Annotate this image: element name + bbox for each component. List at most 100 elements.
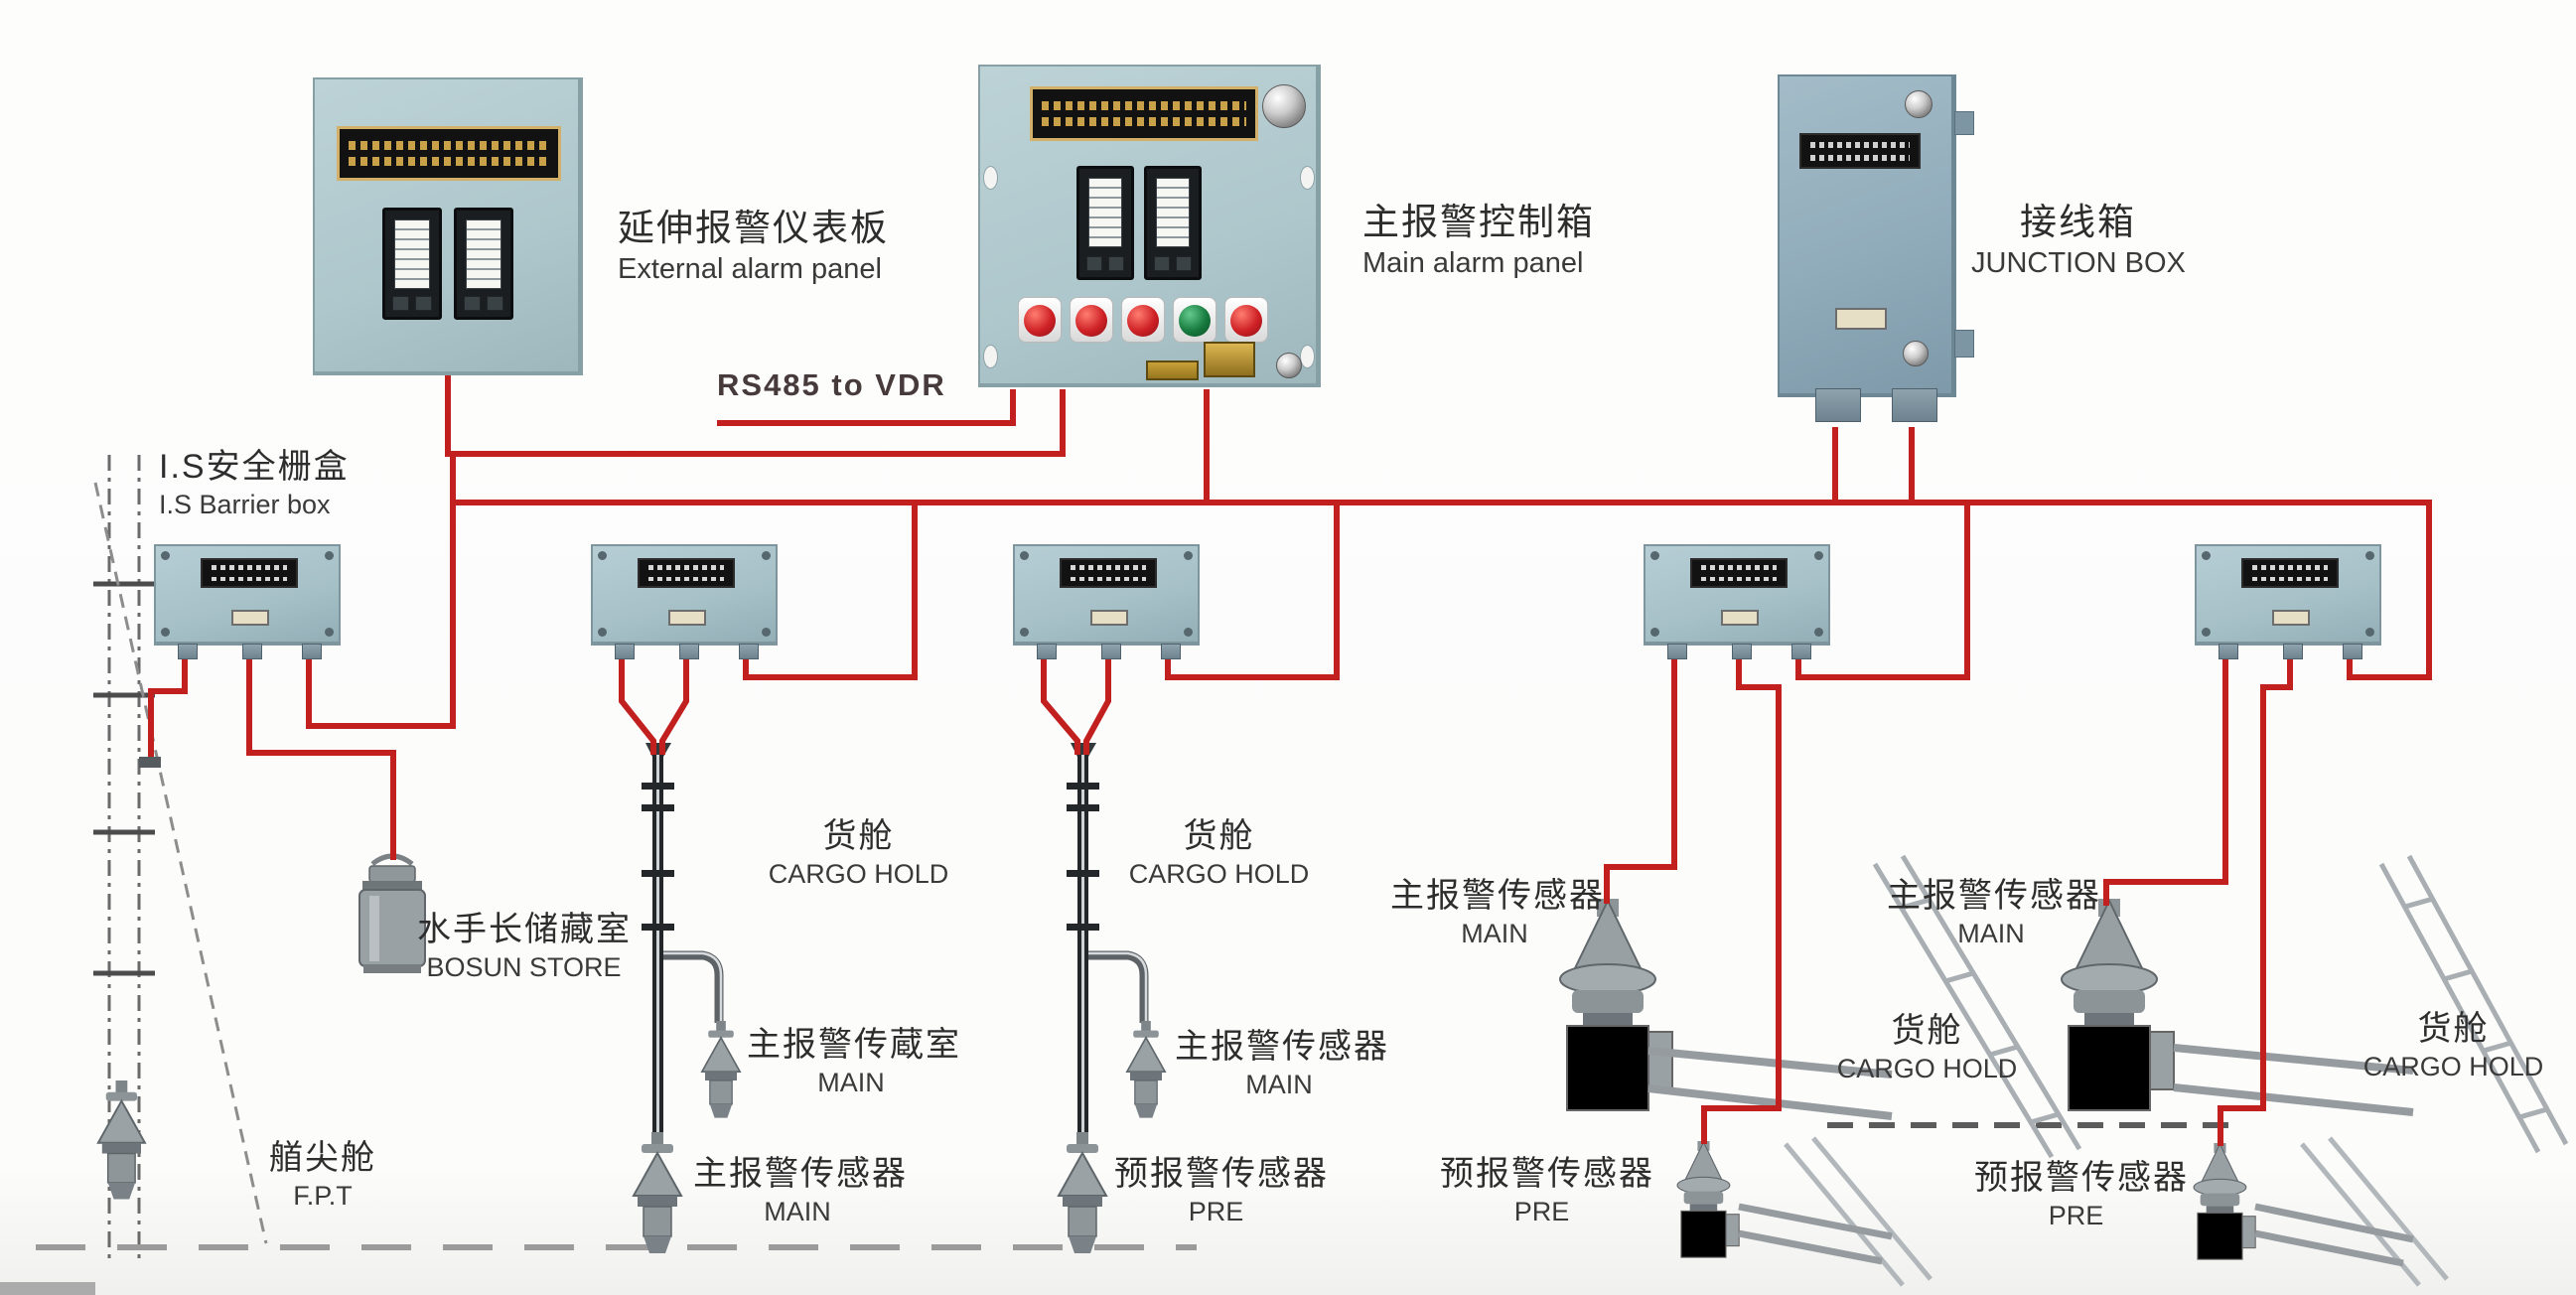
- cable-gland: [1037, 644, 1057, 659]
- cable-gland: [2343, 644, 2362, 659]
- barrier-label-window: [2272, 610, 2310, 626]
- label-main-sensor-col2: 主报警传感器 MAIN: [693, 1155, 908, 1226]
- junction-screw-top: [1905, 90, 1932, 118]
- main-panel-nameplate: [1030, 86, 1258, 141]
- label-main-panel: 主报警控制箱 Main alarm panel: [1362, 201, 1595, 282]
- label-is-barrier-en: I.S Barrier box: [159, 489, 331, 519]
- cable-gland: [2283, 644, 2303, 659]
- label-junction-box: 接线箱 JUNCTION BOX: [1971, 201, 2186, 282]
- wire-box3-pipe-a: [1041, 648, 1080, 755]
- wire-bus: [450, 452, 2432, 680]
- panel-screw-slot: [1300, 345, 1315, 368]
- panel-button-green: [1173, 297, 1216, 343]
- wire-box4-main: [1604, 648, 1677, 904]
- buzzer: [1262, 84, 1306, 128]
- barrier-box-1: [154, 544, 341, 659]
- cable-gland: [1732, 644, 1752, 659]
- panel-screw-slot: [983, 345, 998, 368]
- wire-box3-bus: [1165, 503, 1340, 680]
- junction-mount-lug: [1954, 330, 1974, 358]
- barrier-box-3: [1013, 544, 1200, 659]
- label-main-sensor-col3: 主报警传感器 MAIN: [1175, 1028, 1389, 1099]
- wire-box1-mast: [148, 648, 188, 757]
- barrier-label-window: [231, 610, 269, 626]
- cable-gland: [302, 644, 322, 659]
- label-main-panel-en: Main alarm panel: [1362, 247, 1584, 280]
- main-sensor-5: [2061, 854, 2569, 1154]
- label-main-sensor-col5: 主报警传感器 MAIN: [1887, 877, 2101, 948]
- wire-box2-pipe-b: [659, 648, 689, 755]
- wire-external-to-main: [445, 375, 1066, 457]
- red-wiring: [148, 375, 2432, 1146]
- label-external-panel-zh: 延伸报警仪表板: [618, 208, 889, 248]
- brass-strip: [1146, 360, 1199, 380]
- label-pre-sensor-col3: 预报警传感器 PRE: [1114, 1155, 1329, 1226]
- wire-box2-bus: [743, 503, 918, 680]
- main-panel-buttons: [1018, 297, 1276, 343]
- cable-gland: [739, 644, 759, 659]
- panel-screw: [1276, 353, 1302, 378]
- wire-box1-bosun: [246, 648, 396, 860]
- barrier-label-window: [668, 610, 706, 626]
- junction-screw-bottom: [1903, 341, 1929, 366]
- pre-sensor-5: [2193, 1136, 2449, 1287]
- label-is-barrier-box: I.S安全栅盒 I.S Barrier box: [159, 447, 350, 522]
- pre-sensor-4: [1676, 1136, 1932, 1287]
- wire-box4-bus: [1795, 503, 1970, 680]
- label-main-sensor-room-col2: 主报警传蔵室 MAIN: [747, 1026, 961, 1097]
- label-cargo-hold-4: 货舱 CARGO HOLD: [2362, 1010, 2544, 1081]
- panel-button-red: [1121, 297, 1165, 343]
- panel-button-red: [1070, 297, 1113, 343]
- main-sensor-4: [1559, 854, 2082, 1159]
- main-panel-display-left: [1076, 166, 1134, 280]
- label-cargo-hold-1: 货舱 CARGO HOLD: [768, 817, 949, 889]
- barrier-label-window: [1721, 610, 1759, 626]
- panel-button-red: [1224, 297, 1268, 343]
- label-fpt: 艏尖舱 F.P.T: [269, 1139, 376, 1211]
- label-junction-box-en: JUNCTION BOX: [1971, 247, 2186, 280]
- label-external-panel-en: External alarm panel: [618, 253, 882, 286]
- junction-mount-lug: [1954, 111, 1974, 135]
- cable-gland: [1815, 388, 1861, 422]
- cable-gland: [1892, 388, 1937, 422]
- junction-label-window: [1835, 308, 1887, 330]
- external-panel-nameplate: [337, 126, 561, 181]
- wire-box5-main: [2103, 648, 2228, 906]
- panel-button-red: [1018, 297, 1062, 343]
- cable-gland: [242, 644, 262, 659]
- junction-nameplate: [1799, 133, 1921, 169]
- junction-box: [1778, 74, 1974, 422]
- label-cargo-hold-3: 货舱 CARGO HOLD: [1836, 1012, 2018, 1083]
- cable-gland: [2218, 644, 2238, 659]
- bottom-left-gray-bar: [0, 1282, 95, 1295]
- cable-gland: [679, 644, 699, 659]
- barrier-nameplate: [638, 558, 735, 588]
- panel-screw-slot: [983, 166, 998, 190]
- barrier-nameplate: [1060, 558, 1157, 588]
- cable-gland: [1161, 644, 1181, 659]
- label-rs485-vdr: RS485 to VDR: [717, 367, 946, 402]
- label-main-sensor-col4: 主报警传感器 MAIN: [1390, 877, 1605, 948]
- wire-rs485-vdr: [717, 389, 1016, 426]
- barrier-box-4: [1644, 544, 1830, 659]
- cable-gland: [1667, 644, 1687, 659]
- fpt-mast: [93, 455, 268, 1261]
- barrier-box-5: [2195, 544, 2381, 659]
- wire-box5-pre: [2218, 648, 2293, 1146]
- label-pre-sensor-col4: 预报警传感器 PRE: [1440, 1155, 1654, 1226]
- cable-gland: [615, 644, 635, 659]
- barrier-nameplate: [201, 558, 298, 588]
- external-panel-display-left: [382, 208, 442, 320]
- main-alarm-panel: [978, 65, 1321, 387]
- cable-gland: [1791, 644, 1811, 659]
- wire-box3-pipe-b: [1083, 648, 1111, 755]
- label-cargo-hold-2: 货舱 CARGO HOLD: [1128, 817, 1310, 889]
- cable-gland: [178, 644, 198, 659]
- barrier-box-2: [591, 544, 778, 659]
- cable-gland: [1101, 644, 1121, 659]
- label-is-barrier-zh: I.S安全栅盒: [159, 448, 350, 486]
- label-main-panel-zh: 主报警控制箱: [1362, 202, 1595, 242]
- bosun-store-sensor: [358, 853, 426, 973]
